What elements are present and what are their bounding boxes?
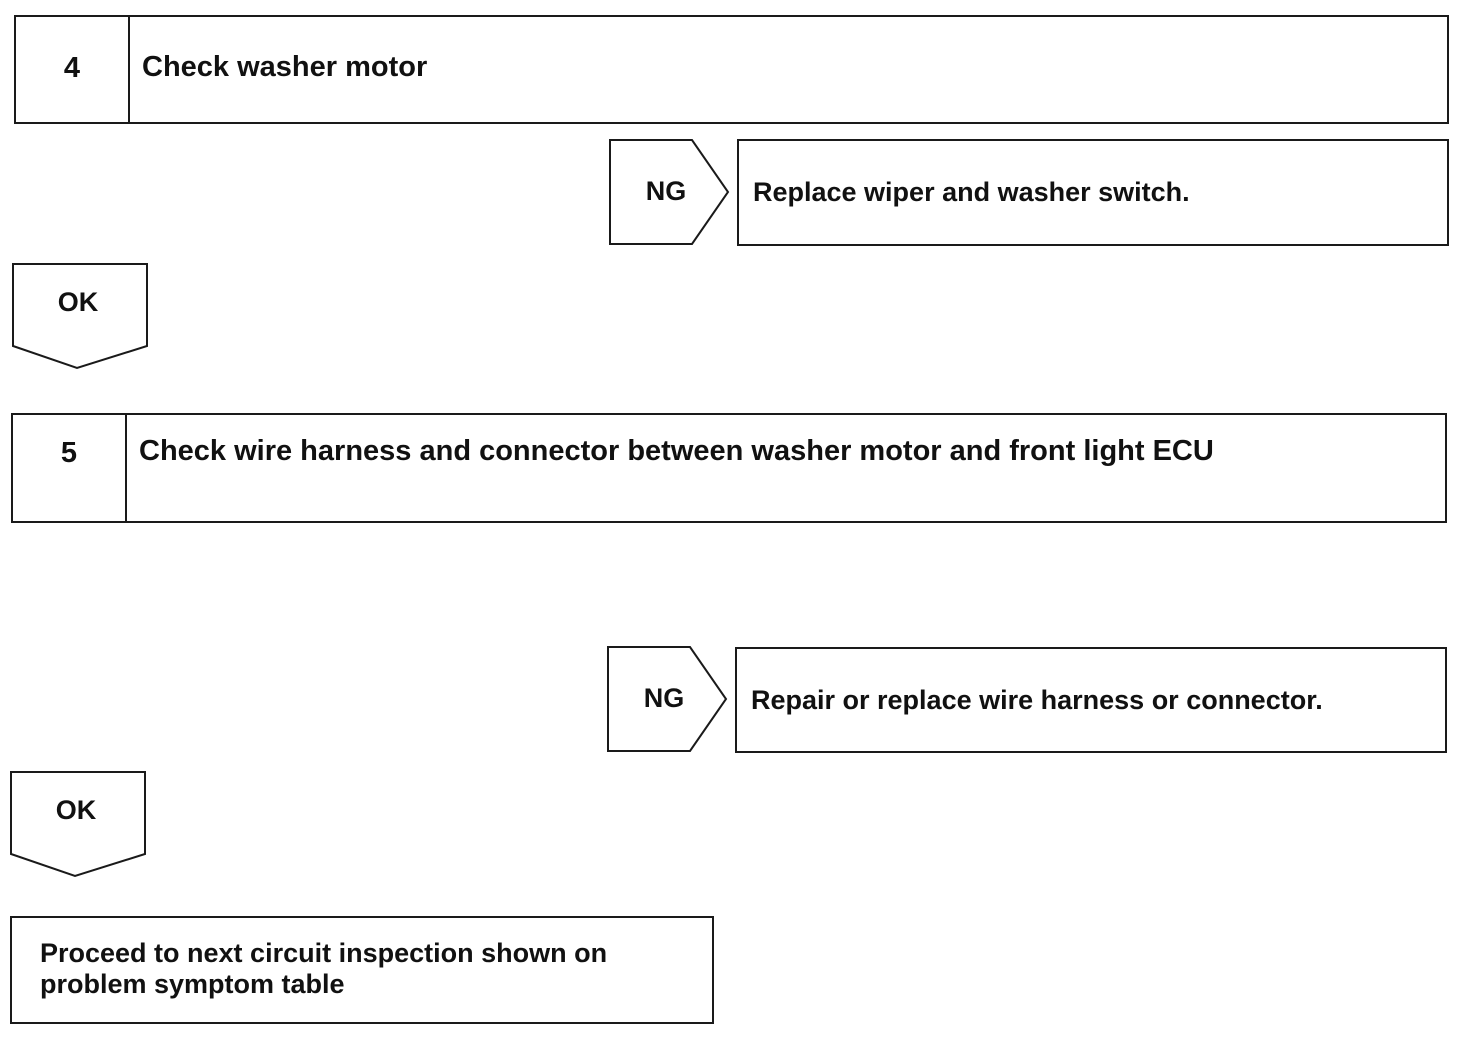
- step-5-ng-result-box: Repair or replace wire harness or connec…: [735, 647, 1447, 753]
- step-4-ok-label: OK: [57, 287, 99, 317]
- step-5-ng-arrow: [607, 646, 728, 752]
- step-4-ng-result-text: Replace wiper and washer switch.: [753, 177, 1190, 207]
- step-4-ng-label: NG: [645, 176, 687, 206]
- final-instruction-text: Proceed to next circuit inspection shown…: [40, 938, 607, 1000]
- step-5-ok-label: OK: [55, 795, 97, 825]
- step-5-box: 5 Check wire harness and connector betwe…: [11, 413, 1447, 523]
- step-5-title: Check wire harness and connector between…: [139, 435, 1214, 467]
- step-4-box: 4 Check washer motor: [14, 15, 1449, 124]
- step-4-ng-result-box: Replace wiper and washer switch.: [737, 139, 1449, 246]
- step-4-ok-arrow: [12, 263, 148, 370]
- final-instruction-line-1: Proceed to next circuit inspection shown…: [40, 938, 608, 968]
- step-5-number: 5: [13, 415, 127, 521]
- step-5-ng-label: NG: [643, 683, 685, 713]
- step-5-ng-result-text: Repair or replace wire harness or connec…: [751, 684, 1323, 715]
- step-4-ng-arrow: [609, 139, 730, 245]
- final-instruction-box: Proceed to next circuit inspection shown…: [10, 916, 714, 1024]
- final-instruction-line-2: problem symptom table: [40, 969, 345, 999]
- step-4-title: Check washer motor: [142, 51, 428, 83]
- step-4-number: 4: [16, 17, 130, 122]
- step-5-ok-arrow: [10, 771, 146, 878]
